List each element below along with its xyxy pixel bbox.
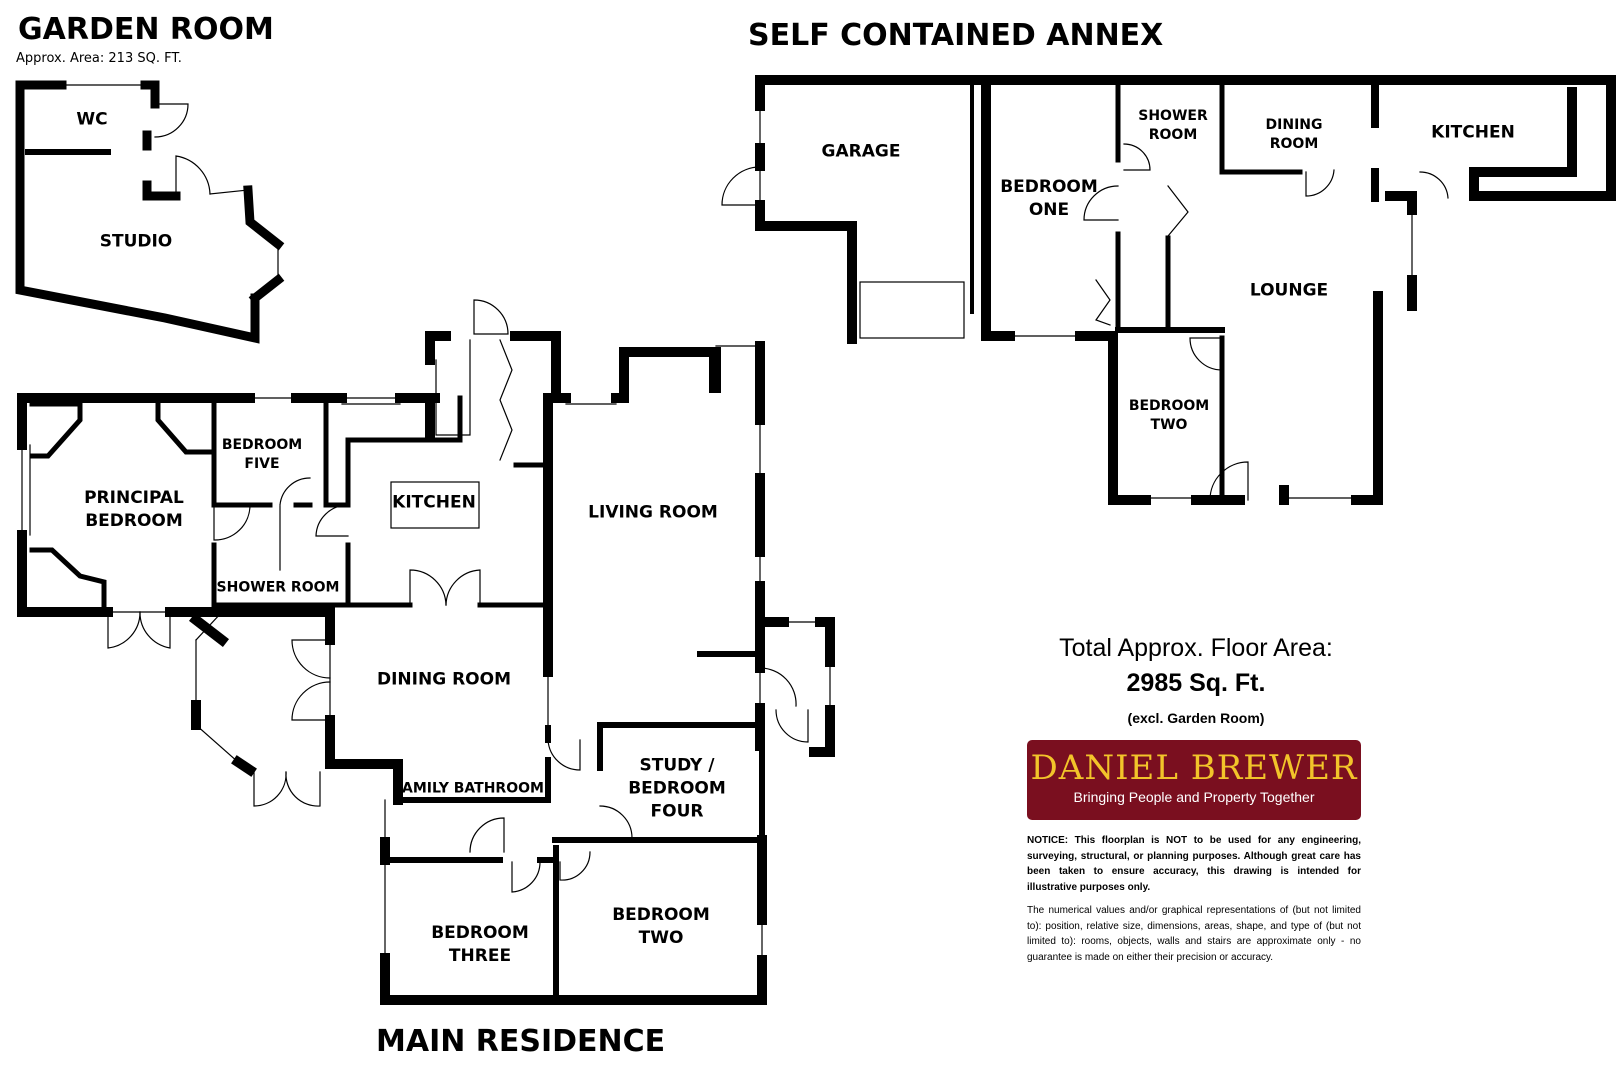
brand-logo: DANIEL BREWER Bringing People and Proper… <box>1027 740 1361 820</box>
room-label-bedroom-five: BEDROOM FIVE <box>221 437 303 472</box>
garden-room-title: GARDEN ROOM <box>18 12 274 47</box>
total-area-block: Total Approx. Floor Area: 2985 Sq. Ft. (… <box>1036 634 1356 726</box>
room-label-study-bedroom-four: STUDY / BEDROOM FOUR <box>628 755 726 822</box>
room-label-annex-shower-room: SHOWER ROOM <box>1138 108 1208 143</box>
room-label-wc: WC <box>76 109 108 130</box>
room-label-dining-room: DINING ROOM <box>377 669 511 690</box>
room-label-kitchen: KITCHEN <box>392 492 476 513</box>
annex-title: SELF CONTAINED ANNEX <box>748 18 1164 53</box>
room-label-annex-kitchen: KITCHEN <box>1431 122 1515 143</box>
garden-room-thin <box>19 84 279 319</box>
disclaimer-notice: NOTICE: This floorplan is NOT to be used… <box>1027 833 1361 973</box>
garden-room-area: Approx. Area: 213 SQ. FT. <box>16 51 182 66</box>
main-walls <box>17 331 835 1005</box>
main-thin <box>21 299 831 961</box>
room-label-bedroom-three: BEDROOM THREE <box>431 923 529 966</box>
notice-text: The numerical values and/or graphical re… <box>1027 905 1361 963</box>
room-label-bedroom-two: BEDROOM TWO <box>612 905 710 948</box>
room-label-garage: GARAGE <box>821 141 901 162</box>
total-area-label: Total Approx. Floor Area: <box>1059 634 1333 662</box>
main-residence-title: MAIN RESIDENCE <box>376 1024 666 1059</box>
total-area-value: 2985 Sq. Ft. <box>1126 669 1266 697</box>
main-inner-walls <box>29 395 551 608</box>
room-label-annex-bedroom-one: BEDROOM ONE <box>1000 177 1098 220</box>
room-label-family-bathroom: FAMILY BATHROOM <box>394 780 544 797</box>
room-label-annex-bedroom-two: BEDROOM TWO <box>1128 398 1210 433</box>
notice-bold-text: NOTICE: This floorplan is NOT to be used… <box>1027 835 1361 893</box>
brand-name: DANIEL BREWER <box>1030 748 1358 788</box>
room-label-shower-room: SHOWER ROOM <box>216 579 340 596</box>
brand-tagline: Bringing People and Property Together <box>1073 789 1315 806</box>
room-label-principal-bedroom: PRINCIPAL BEDROOM <box>84 488 184 531</box>
room-label-living-room: LIVING ROOM <box>588 502 718 523</box>
room-label-annex-dining-room: DINING ROOM <box>1265 117 1323 152</box>
annex-thin <box>721 105 1573 501</box>
garden-room-walls <box>15 80 285 344</box>
room-label-studio: STUDIO <box>99 231 173 252</box>
room-label-annex-lounge: LOUNGE <box>1249 280 1329 301</box>
total-area-note: (excl. Garden Room) <box>1127 710 1265 726</box>
